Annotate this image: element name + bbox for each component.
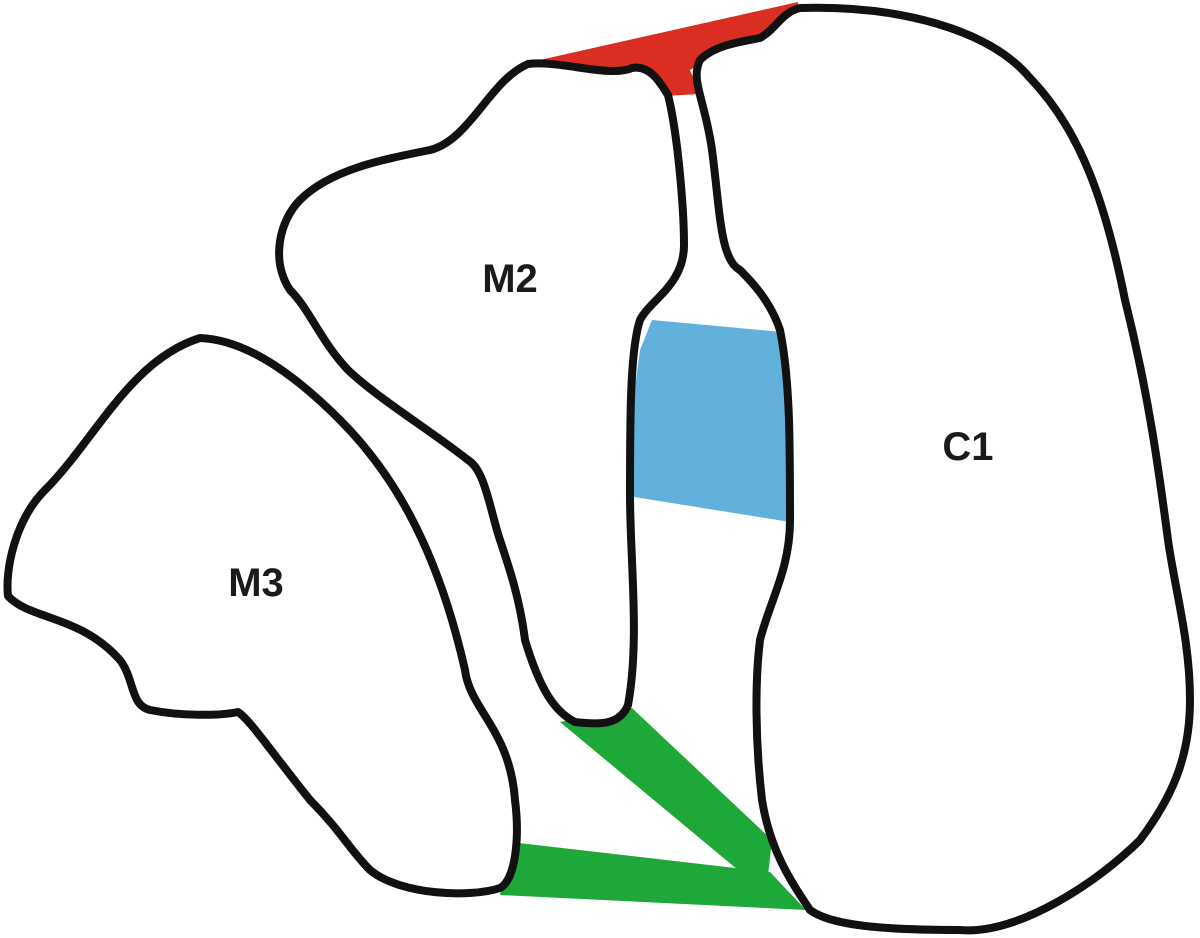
region-m2-outline	[275, 59, 688, 728]
blue-connector-band	[628, 320, 790, 522]
label-m2: M2	[482, 257, 538, 301]
label-m3: M3	[228, 561, 284, 605]
green-connector-band-lower	[500, 842, 806, 910]
label-c1: C1	[942, 425, 993, 469]
region-m3-outline	[3, 334, 521, 898]
region-c1-outline	[692, 3, 1194, 935]
green-connector-band-upper	[560, 708, 772, 875]
red-connector-band	[522, 2, 800, 96]
